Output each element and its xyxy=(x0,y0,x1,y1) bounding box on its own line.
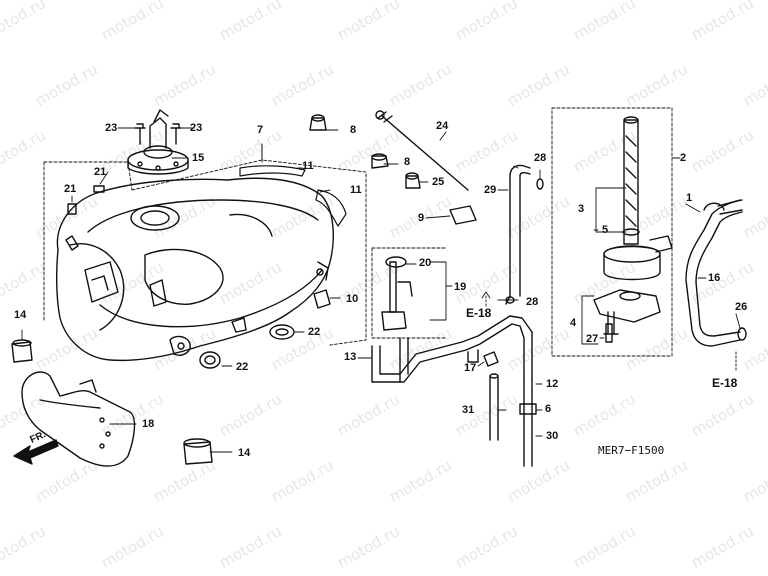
callout-18: 18 xyxy=(142,418,155,430)
fuel-tank xyxy=(55,177,334,362)
callout-22a: 22 xyxy=(308,326,321,338)
fuel-cap-assembly xyxy=(127,109,189,175)
callout-30: 30 xyxy=(546,430,559,442)
callout-12: 12 xyxy=(546,378,559,390)
callout-31: 31 xyxy=(462,404,475,416)
callout-5: 5 xyxy=(602,224,609,236)
callout-8a: 8 xyxy=(350,124,357,136)
callout-2: 2 xyxy=(680,152,687,164)
callout-14a: 14 xyxy=(14,309,27,321)
callout-17: 17 xyxy=(464,362,477,374)
ref-e18-right: E-18 xyxy=(712,376,738,390)
callout-20: 20 xyxy=(419,257,432,269)
callout-11a: 11 xyxy=(302,160,314,172)
callout-23a: 23 xyxy=(105,122,118,134)
callout-28a: 28 xyxy=(534,152,547,164)
callout-27: 27 xyxy=(586,333,599,345)
callout-11b: 11 xyxy=(350,184,362,196)
callout-8b: 8 xyxy=(404,156,411,168)
callout-26: 26 xyxy=(735,301,748,313)
callout-14b: 14 xyxy=(238,447,251,459)
callout-23b: 23 xyxy=(190,122,203,134)
callout-28b: 28 xyxy=(526,296,539,308)
ref-e18-left: E-18 xyxy=(466,306,492,320)
callout-24: 24 xyxy=(436,120,449,132)
callout-16: 16 xyxy=(708,272,721,284)
callout-3: 3 xyxy=(578,203,585,215)
callout-21a: 21 xyxy=(94,166,107,178)
callout-13: 13 xyxy=(344,351,357,363)
callout-25: 25 xyxy=(432,176,445,188)
callout-9: 9 xyxy=(418,212,425,224)
callout-22b: 22 xyxy=(236,361,249,373)
callout-19: 19 xyxy=(454,281,467,293)
callout-4: 4 xyxy=(570,317,577,329)
callout-29: 29 xyxy=(484,184,497,196)
diagram-code: MER7−F1500 xyxy=(598,444,665,457)
callout-7: 7 xyxy=(257,124,264,136)
callout-1: 1 xyxy=(686,192,693,204)
callout-10: 10 xyxy=(346,293,359,305)
callout-15: 15 xyxy=(192,152,205,164)
callout-21b: 21 xyxy=(64,183,77,195)
callout-6: 6 xyxy=(545,403,552,415)
